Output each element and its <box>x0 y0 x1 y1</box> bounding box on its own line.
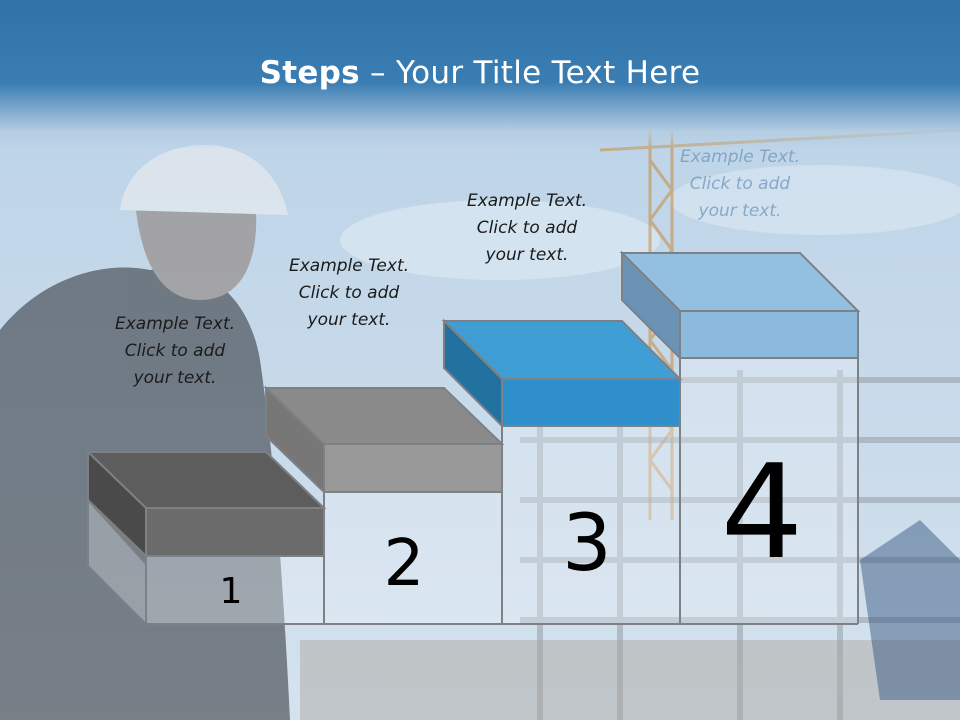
step-3-number: 3 <box>562 499 612 589</box>
step-1-number: 1 <box>220 571 243 612</box>
step-2-body <box>324 492 502 624</box>
step-2-caption-line-2: Click to add <box>298 283 400 303</box>
step-1-caption-line-1: Example Text. <box>114 314 236 334</box>
step-3-front <box>501 378 681 427</box>
step-1-front <box>145 507 325 557</box>
title-bar <box>0 0 960 150</box>
step-4-caption-line-1: Example Text. <box>679 147 801 167</box>
step-2-caption-line-3: your text. <box>307 310 391 330</box>
step-3-caption[interactable]: Example Text. Click to add your text. <box>437 188 617 269</box>
slide-title[interactable]: Steps – Your Title Text Here <box>0 55 960 91</box>
step-1-caption-line-3: your text. <box>133 368 217 388</box>
step-2-caption-line-1: Example Text. <box>288 256 410 276</box>
step-4-caption-line-3: your text. <box>698 201 782 221</box>
title-rest: – Your Title Text Here <box>359 55 701 91</box>
step-1-caption-line-2: Click to add <box>124 341 226 361</box>
step-4-caption-line-2: Click to add <box>689 174 791 194</box>
step-1-caption[interactable]: Example Text. Click to add your text. <box>85 311 265 392</box>
step-3-caption-line-1: Example Text. <box>466 191 588 211</box>
step-1-body <box>146 556 324 624</box>
step-3-caption-line-3: your text. <box>485 245 569 265</box>
step-4-body <box>680 358 858 624</box>
step-4-front <box>679 310 859 359</box>
step-4-number: 4 <box>721 436 804 588</box>
step-2-number: 2 <box>384 527 425 601</box>
step-2-front <box>323 443 503 493</box>
step-3-body <box>502 426 680 624</box>
step-3-caption-line-2: Click to add <box>476 218 578 238</box>
step-4-caption[interactable]: Example Text. Click to add your text. <box>650 144 830 225</box>
title-bold: Steps <box>259 55 360 91</box>
step-2-caption[interactable]: Example Text. Click to add your text. <box>259 253 439 334</box>
